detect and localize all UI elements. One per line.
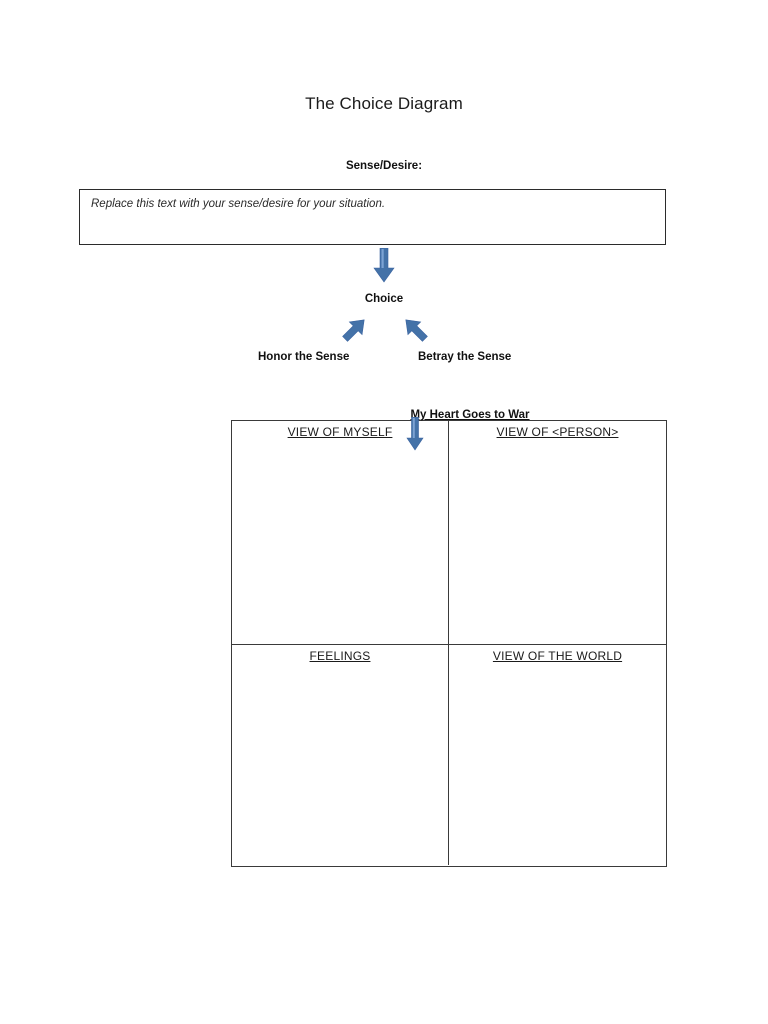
quadrant-heading: FEELINGS	[309, 649, 371, 663]
arrow-choice-to-honor-icon	[342, 319, 365, 342]
page-title: The Choice Diagram	[305, 94, 463, 113]
sense-desire-placeholder-text: Replace this text with your sense/desire…	[91, 198, 386, 210]
outcome-label-heart-goes-to-war: My Heart Goes to War	[410, 409, 530, 421]
quadrant-cell-view-of-person[interactable]: VIEW OF <PERSON>	[449, 421, 666, 644]
branch-label-honor: Honor the Sense	[258, 351, 350, 363]
sense-desire-label: Sense/Desire:	[345, 160, 423, 172]
quadrant-heading: VIEW OF MYSELF	[287, 425, 393, 439]
choice-label: Choice	[364, 293, 404, 305]
branch-label-betray: Betray the Sense	[418, 351, 512, 363]
quadrant-heading: VIEW OF <PERSON>	[496, 425, 619, 439]
table-row: FEELINGS VIEW OF THE WORLD	[232, 645, 666, 865]
arrow-war-to-table-icon	[406, 417, 424, 451]
quadrant-heading: VIEW OF THE WORLD	[492, 649, 623, 663]
arrow-choice-to-betray-icon	[405, 319, 428, 342]
arrow-sense-to-choice-icon	[373, 248, 395, 283]
quadrant-table: VIEW OF MYSELF VIEW OF <PERSON> FEELINGS…	[231, 420, 667, 867]
quadrant-cell-feelings[interactable]: FEELINGS	[232, 645, 449, 865]
quadrant-cell-view-of-myself[interactable]: VIEW OF MYSELF	[232, 421, 449, 644]
table-row: VIEW OF MYSELF VIEW OF <PERSON>	[232, 421, 666, 645]
sense-desire-textbox[interactable]: Replace this text with your sense/desire…	[79, 189, 666, 245]
quadrant-cell-view-of-the-world[interactable]: VIEW OF THE WORLD	[449, 645, 666, 865]
